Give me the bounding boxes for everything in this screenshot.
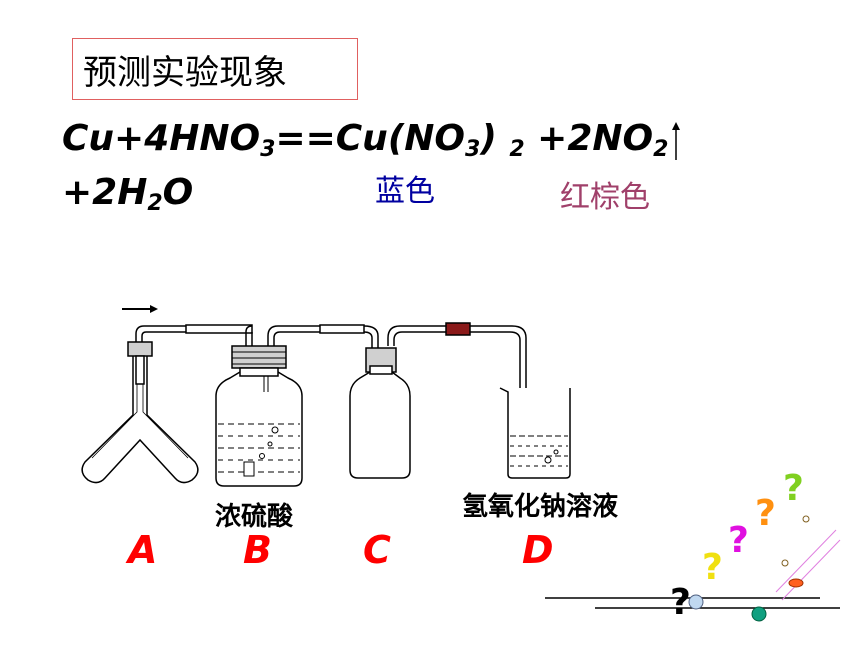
question-mark-icon: ? xyxy=(702,547,723,588)
eq-subscript: 3 xyxy=(465,137,481,162)
eq-part: Cu+4HNO xyxy=(62,118,261,159)
gas-arrow-icon xyxy=(672,122,680,160)
question-mark-icon: ? xyxy=(670,582,691,623)
eq-subscript: 2 xyxy=(653,137,669,162)
ball-icon xyxy=(751,606,767,622)
question-mark-icon: ? xyxy=(728,520,749,561)
dot-icon xyxy=(781,559,789,567)
equation-line-2: +2H2O xyxy=(62,172,193,216)
bubble-icon xyxy=(688,594,704,610)
wash-bottle-b xyxy=(215,345,303,487)
title-box: 预测实验现象 xyxy=(72,38,358,100)
eq-subscript: 2 xyxy=(509,137,525,162)
page-title: 预测实验现象 xyxy=(83,52,287,93)
collection-bottle-c xyxy=(349,347,411,479)
question-mark-icon: ? xyxy=(755,493,776,534)
label-b: B xyxy=(243,528,272,572)
eq-subscript: 2 xyxy=(147,191,163,216)
label-d: D xyxy=(522,528,554,572)
y-tube-a xyxy=(81,341,199,484)
reagent-label-b: 浓硫酸 xyxy=(215,502,294,532)
ellipse-icon xyxy=(788,578,804,588)
flow-arrow-icon xyxy=(122,305,158,313)
equation-line-1: Cu+4HNO3==Cu(NO3) 2 +2NO2 xyxy=(62,118,668,162)
beaker-d xyxy=(499,387,571,479)
note-red-brown: 红棕色 xyxy=(560,180,650,215)
question-mark-icon: ? xyxy=(783,468,804,509)
dot-icon xyxy=(802,515,810,523)
label-a: A xyxy=(128,528,158,572)
eq-part: ) xyxy=(480,118,510,159)
eq-subscript: 3 xyxy=(260,137,276,162)
decorative-lines xyxy=(545,529,841,609)
delivery-tubes xyxy=(135,322,527,470)
label-c: C xyxy=(363,528,391,572)
eq-part: +2H xyxy=(62,172,148,213)
eq-part: O xyxy=(162,172,194,213)
eq-part: ==Cu(NO xyxy=(275,118,465,159)
note-blue: 蓝色 xyxy=(375,174,435,209)
reagent-label-d: 氢氧化钠溶液 xyxy=(462,492,619,522)
eq-part: +2NO xyxy=(524,118,654,159)
